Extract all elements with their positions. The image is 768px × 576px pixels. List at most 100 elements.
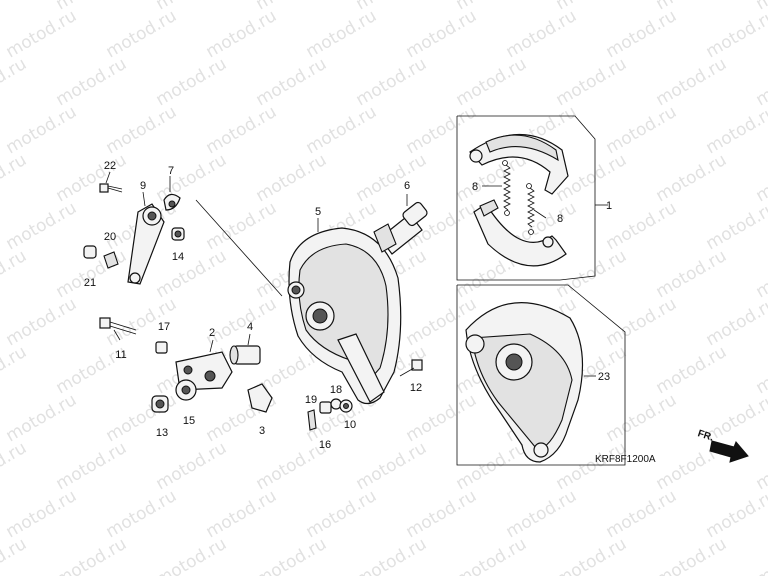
callout-9: 9 [140,180,146,192]
watermark-text: motod.ru [653,246,731,302]
callout-20: 20 [104,231,116,243]
stopper-arm [175,351,233,391]
watermark-text: motod.ru [753,54,768,110]
watermark-text: motod.ru [103,6,181,62]
callout-1: 1 [606,200,612,212]
watermark-text: motod.ru [703,294,768,350]
pin-19 [307,409,317,431]
callout-3: 3 [259,425,265,437]
watermark-text: motod.ru [203,486,281,542]
callout-23: 23 [598,371,610,383]
watermark-text: motod.ru [303,102,381,158]
watermark-text: motod.ru [203,6,281,62]
pin-20 [103,251,119,269]
watermark-text: motod.ru [3,102,81,158]
watermark-text: motod.ru [653,342,731,398]
watermark-text: motod.ru [0,54,30,110]
callout-8-left: 8 [472,181,478,193]
watermark-text: motod.ru [3,198,81,254]
watermark-text: motod.ru [703,102,768,158]
watermark-text: motod.ru [603,198,681,254]
watermark-text: motod.ru [753,246,768,302]
watermark-text: motod.ru [453,438,531,494]
watermark-text: motod.ru [303,6,381,62]
watermark-text: motod.ru [753,438,768,494]
watermark-text: motod.ru [353,54,431,110]
watermark-text: motod.ru [603,102,681,158]
callout-22: 22 [104,160,116,172]
brake-cam [373,201,428,255]
watermark-text: motod.ru [353,534,431,576]
collar-4 [229,345,261,365]
nut-17 [155,341,168,354]
brake-shoe-upper [469,133,569,195]
watermark-text: motod.ru [203,198,281,254]
watermark-text: motod.ru [653,534,731,576]
watermark-text: motod.ru [53,150,131,206]
watermark-text: motod.ru [0,0,30,14]
callout-12: 12 [410,382,422,394]
brake-panel-assembly [465,301,584,463]
watermark-text: motod.ru [153,534,231,576]
watermark-text: motod.ru [153,246,231,302]
callout-14: 14 [172,251,184,263]
watermark-text: motod.ru [303,486,381,542]
bolt-12 [399,359,423,377]
watermark-text: motod.ru [703,486,768,542]
watermark-text: motod.ru [103,486,181,542]
washer-7 [163,193,181,211]
watermark-text: motod.ru [653,54,731,110]
watermark-text: motod.ru [403,102,481,158]
brake-shoe-spring-left [502,160,511,216]
watermark-text: motod.ru [603,486,681,542]
watermark-text: motod.ru [703,6,768,62]
nut-21 [83,245,97,259]
callout-4: 4 [247,321,253,333]
callout-17: 17 [158,321,170,333]
watermark-text: motod.ru [403,6,481,62]
watermark-text: motod.ru [753,534,768,576]
callout-11: 11 [115,349,126,361]
callout-2: 2 [209,327,215,339]
watermark-text: motod.ru [153,150,231,206]
watermark-text: motod.ru [203,102,281,158]
watermark-text: motod.ru [453,54,531,110]
callout-layer: 1 2 3 4 5 6 7 8 8 9 10 11 12 13 14 15 16… [84,160,612,451]
watermark-text: motod.ru [253,534,331,576]
watermark-text: motod.ru [3,294,81,350]
watermark-text: motod.ru [153,54,231,110]
bolt-22 [99,183,123,193]
bolt-11 [99,317,137,335]
washer-18 [330,398,342,410]
clip-3 [247,383,273,413]
washer-15 [175,379,197,401]
nut-16 [319,401,332,414]
nut-13 [151,395,169,413]
watermark-text: motod.ru [3,486,81,542]
callout-8-right: 8 [557,213,563,225]
watermark-text: motod.ru [603,6,681,62]
brake-shoe-spring-right [526,183,535,235]
callout-15: 15 [183,415,195,427]
nut-14 [171,227,185,241]
watermark-text: motod.ru [503,6,581,62]
watermark-text: motod.ru [553,438,631,494]
front-direction-arrow: FR. [696,428,749,463]
callout-18: 18 [330,384,342,396]
watermark-text: motod.ru [753,342,768,398]
watermark-text: motod.ru [0,342,30,398]
watermark-text: motod.ru [353,150,431,206]
watermark-text: motod.ru [103,102,181,158]
front-arrow-label: FR. [696,428,715,444]
watermark-text: motod.ru [0,534,30,576]
watermark-text: motod.ru [0,246,30,302]
callout-5: 5 [315,206,321,218]
callout-19: 19 [305,394,317,406]
callout-6: 6 [404,180,410,192]
watermark-text: motod.ru [0,438,30,494]
watermark-text: motod.ru [3,390,81,446]
brake-panel [287,227,402,405]
watermark-text: motod.ru [453,534,531,576]
watermark-text: motod.ru [153,438,231,494]
